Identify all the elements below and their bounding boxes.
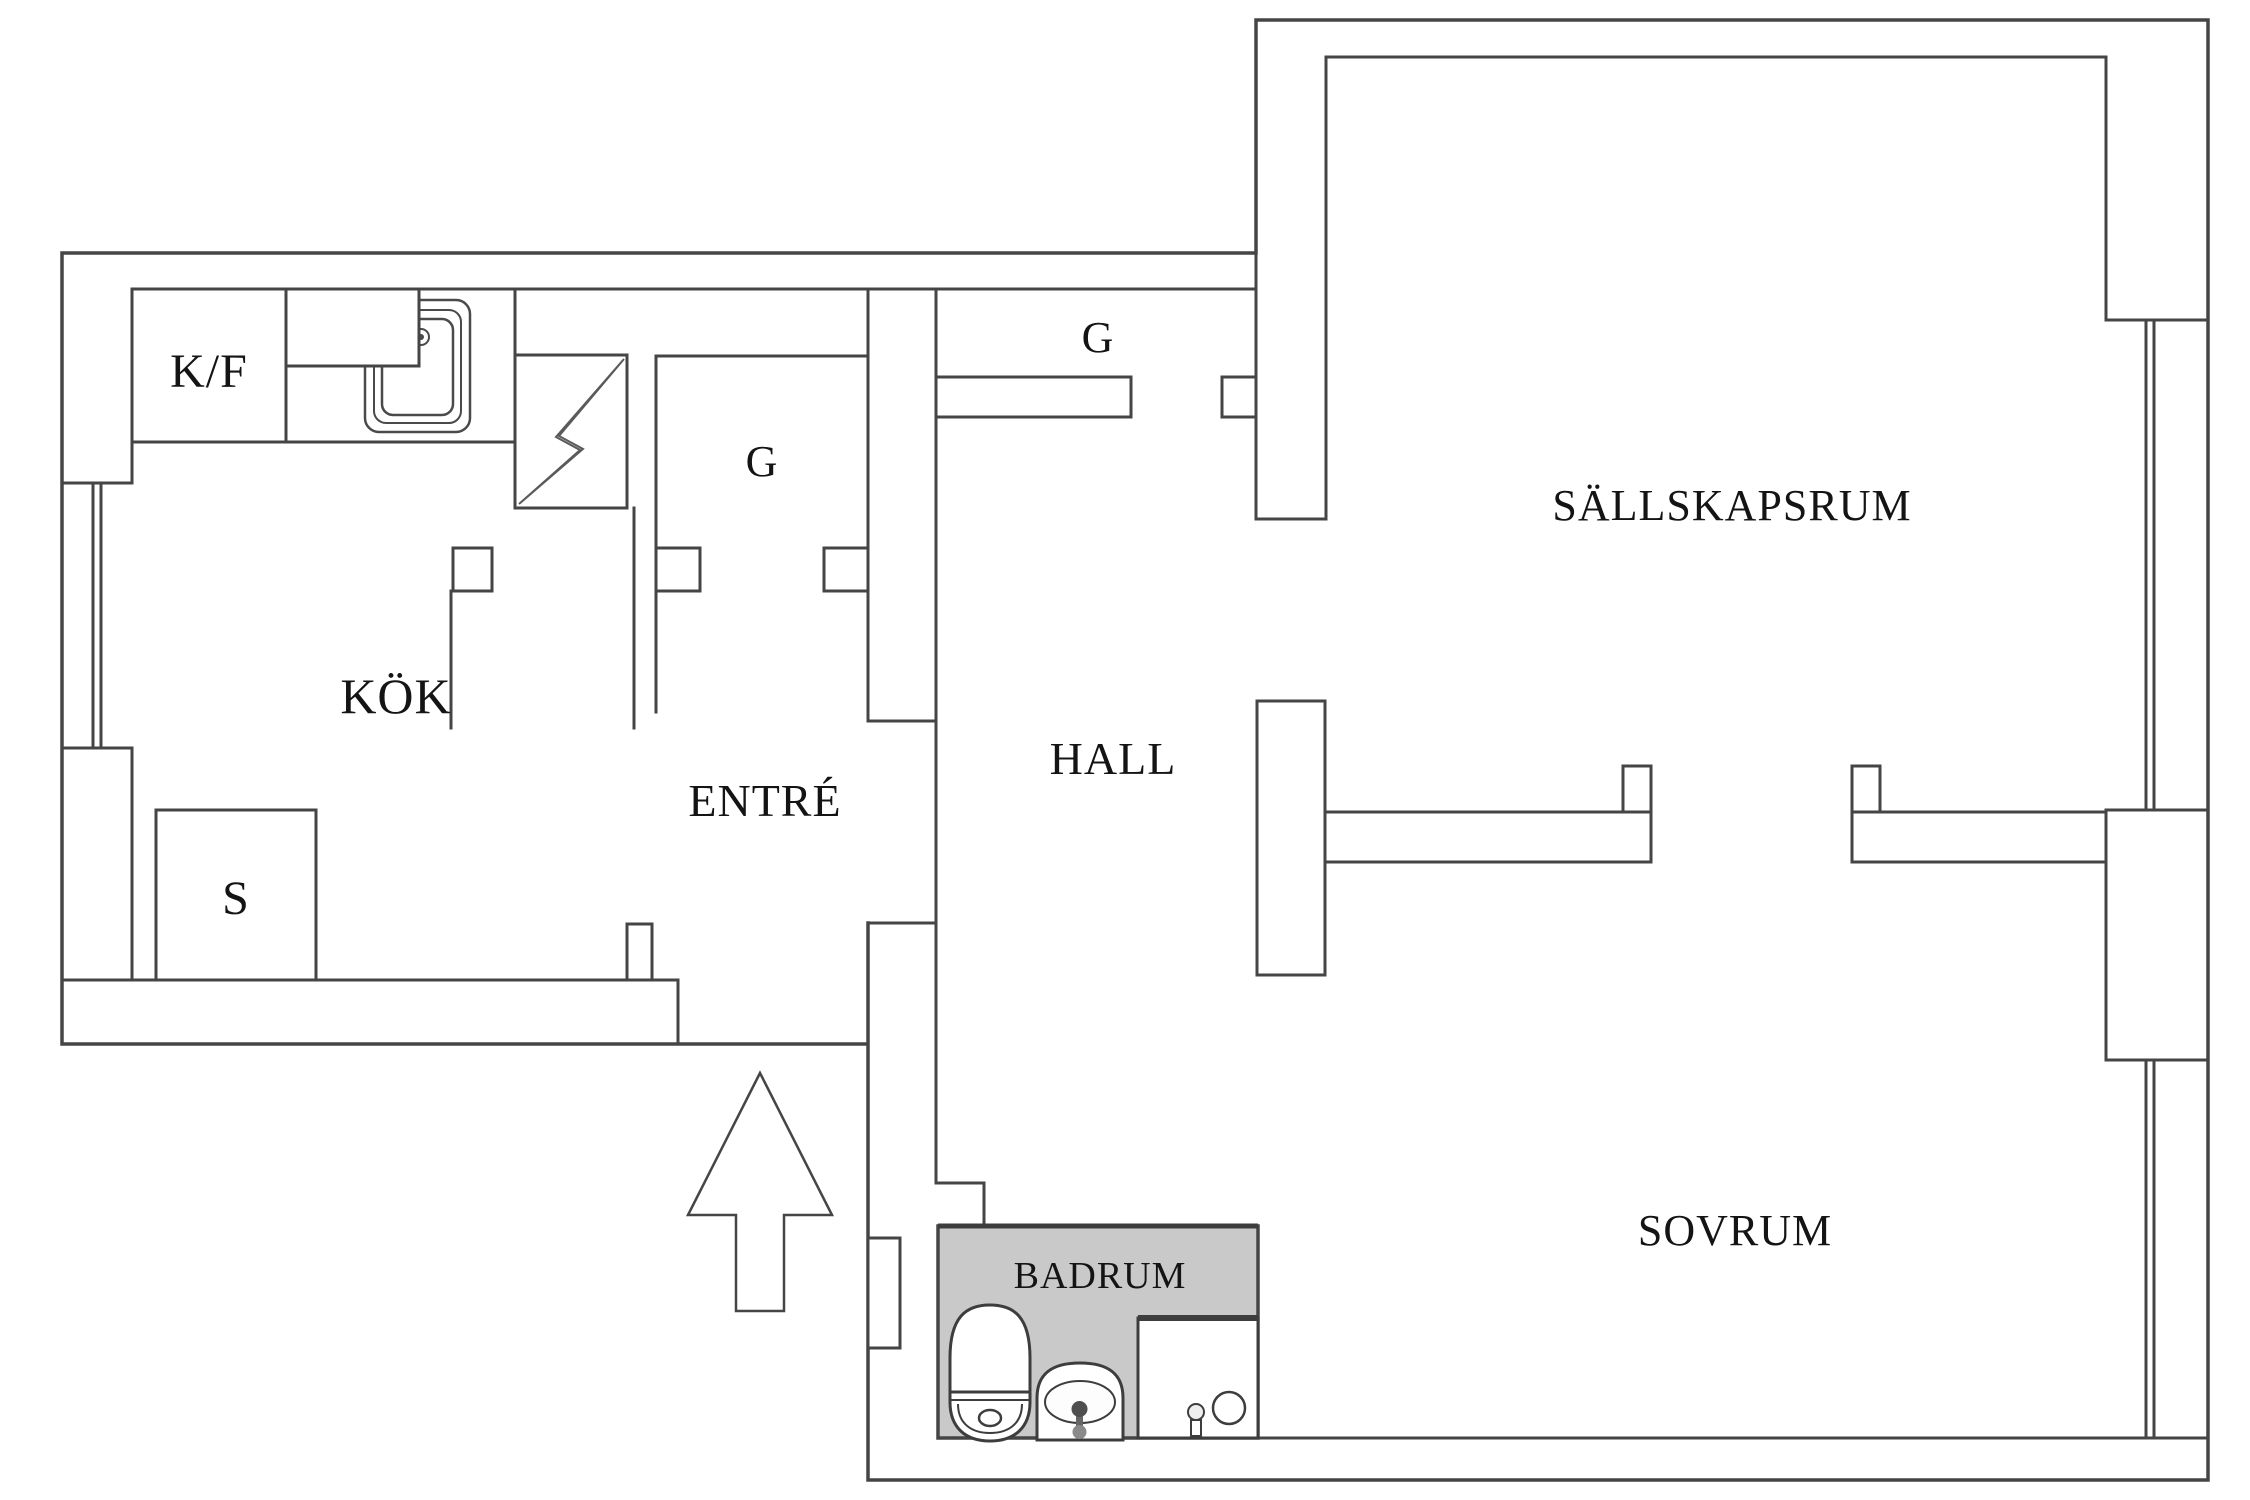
room-label-closet-hall: G xyxy=(1082,313,1115,362)
room-label-bathroom: BADRUM xyxy=(1014,1255,1187,1297)
room-label-entry: ENTRÉ xyxy=(688,775,841,826)
kitchen-door-jamb xyxy=(451,546,494,593)
room-label-kitchen: KÖK xyxy=(340,668,451,724)
closet-entry-jamb-left xyxy=(654,546,702,593)
closet-hall-jamb xyxy=(1220,375,1258,419)
room-label-living-room: SÄLLSKAPSRUM xyxy=(1552,481,1911,530)
window-icon-right-panes xyxy=(2144,318,2156,1440)
room-label-pantry: S xyxy=(222,872,250,925)
door-jambs xyxy=(451,375,1882,1350)
room-label-closet-entry: G xyxy=(746,437,779,486)
bathroom-door-leaf xyxy=(866,1236,902,1350)
fridge-freezer-cabinet xyxy=(130,287,288,444)
entry-door-jamb xyxy=(625,922,654,982)
toilet-icon xyxy=(948,1303,1032,1443)
window-icon-left-caps xyxy=(60,481,134,750)
room-label-bedroom: SOVRUM xyxy=(1638,1206,1832,1255)
hall-wall-pier xyxy=(1255,699,1327,977)
counter-overlay-unit xyxy=(284,287,421,368)
washbasin-icon xyxy=(1035,1361,1125,1442)
room-label-kf: K/F xyxy=(170,345,248,398)
room-label-hall: HALL xyxy=(1050,733,1177,784)
closet-entry-jamb-right xyxy=(822,546,870,593)
bathroom xyxy=(936,1223,1260,1443)
entrance-arrow-icon xyxy=(685,1070,835,1313)
shower-icon xyxy=(1136,1315,1260,1440)
pantry-box xyxy=(154,808,318,982)
bedroom-door-jamb-left xyxy=(1621,764,1653,814)
window-icon-left-panes xyxy=(91,481,103,750)
electric-stove-lightning-icon xyxy=(513,353,629,510)
room-labels: K/F KÖK S G G ENTRÉ HALL SÄLLSKAPSRUM SO… xyxy=(170,313,1911,1297)
bedroom-door-jamb-right xyxy=(1850,764,1882,814)
